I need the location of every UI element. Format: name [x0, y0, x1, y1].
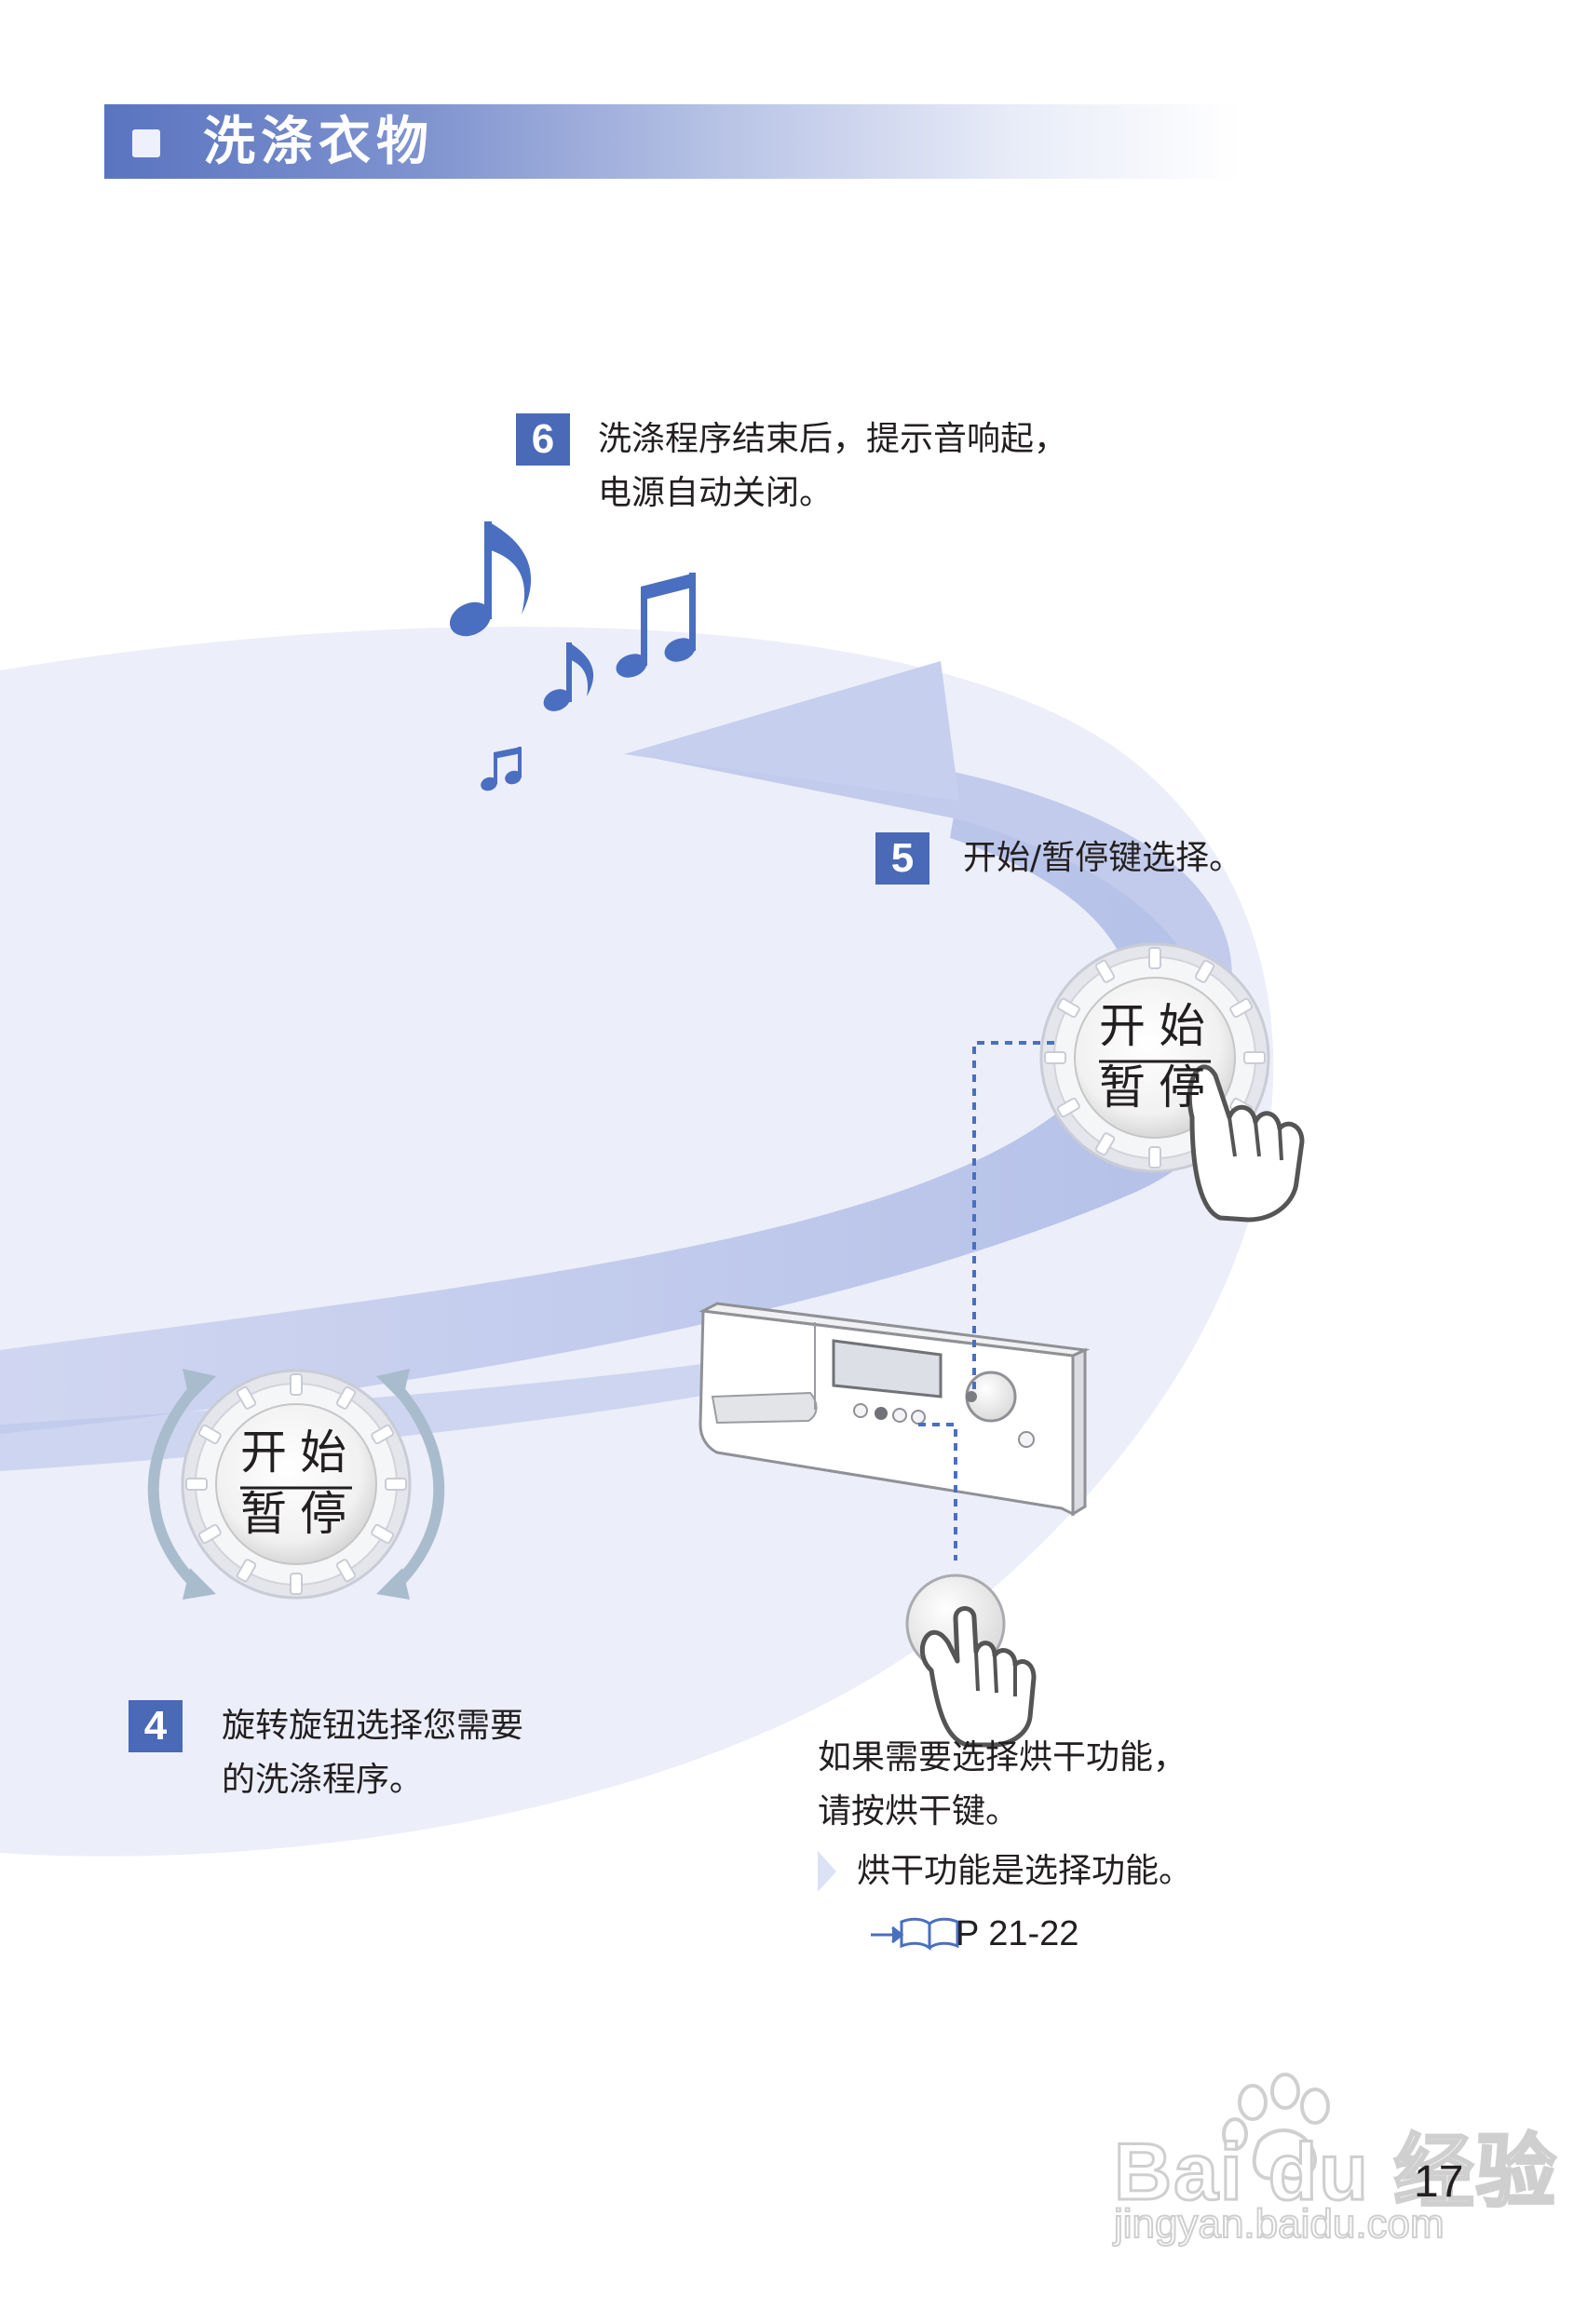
dial-top-line1: 开始 — [1099, 998, 1220, 1054]
step-4-line-2: 的洗涤程序。 — [222, 1761, 424, 1799]
swirl-band — [0, 782, 1246, 1434]
page-reference-link[interactable]: P 21-22 — [956, 1914, 1079, 1953]
dryer-note-line-2: 请按烘干键。 — [818, 1792, 1020, 1831]
dial-char: 暂 — [1099, 1061, 1159, 1115]
dial-char: 开 — [240, 1425, 300, 1480]
music-note-icon — [616, 573, 696, 678]
washer-control-panel — [699, 1302, 1091, 1517]
step-number-6: 6 — [516, 413, 570, 466]
dial-bottom-line1: 开始 — [240, 1425, 361, 1480]
rotate-arrowhead — [183, 1369, 410, 1600]
page-number: 17 — [1414, 2157, 1464, 2207]
step-5-line-1: 开始/暂停键选择。 — [963, 839, 1243, 877]
swirl-backdrop — [0, 627, 1274, 1857]
watermark-logo: Bai du 经验 — [1113, 2127, 1558, 2219]
dial-char: 停 — [1159, 1061, 1218, 1115]
header-square-icon — [132, 129, 160, 157]
dial-char: 开 — [1099, 999, 1159, 1053]
dial-bottom-line2: 暂停 — [240, 1486, 361, 1542]
start-pause-dial-bottom — [181, 1369, 412, 1600]
music-note-icon — [481, 747, 522, 791]
dial-char: 停 — [300, 1487, 359, 1541]
book-reference-icon — [871, 1917, 959, 1951]
music-note-icon — [543, 642, 594, 711]
section-title: 洗涤衣物 — [203, 112, 434, 172]
watermark-url: jingyan.baidu.com — [1113, 2200, 1445, 2248]
dial-char: 暂 — [240, 1487, 300, 1541]
dryer-note-line-1: 如果需要选择烘干功能， — [818, 1738, 1187, 1777]
section-header-bar — [104, 104, 1241, 179]
dial-top-line2: 暂停 — [1099, 1060, 1220, 1115]
step-4-line-1: 旋转旋钮选择您需要 — [222, 1707, 524, 1745]
swirl-arrowhead — [624, 661, 959, 801]
step-number-4: 4 — [129, 1700, 183, 1752]
finger-press-icon — [920, 1606, 1037, 1748]
watermark-paw-icon — [1222, 2073, 1330, 2181]
rotate-arrow-icon — [147, 1382, 445, 1588]
dial-char: 始 — [300, 1425, 359, 1480]
dial-char: 始 — [1159, 999, 1218, 1053]
bullet-triangle-icon — [818, 1851, 836, 1892]
finger-press-icon — [1187, 1064, 1313, 1223]
step-6-line-1: 洗涤程序结束后，提示音响起， — [598, 420, 1068, 458]
callout-dashed-line — [918, 1041, 1054, 1561]
music-note-icon — [449, 521, 532, 637]
swirl-arrow-band — [633, 749, 1232, 1043]
dryer-note-bullet: 烘干功能是选择功能。 — [857, 1852, 1193, 1890]
step-6-line-2: 电源自动关闭。 — [598, 474, 834, 512]
step-number-5: 5 — [875, 832, 929, 885]
